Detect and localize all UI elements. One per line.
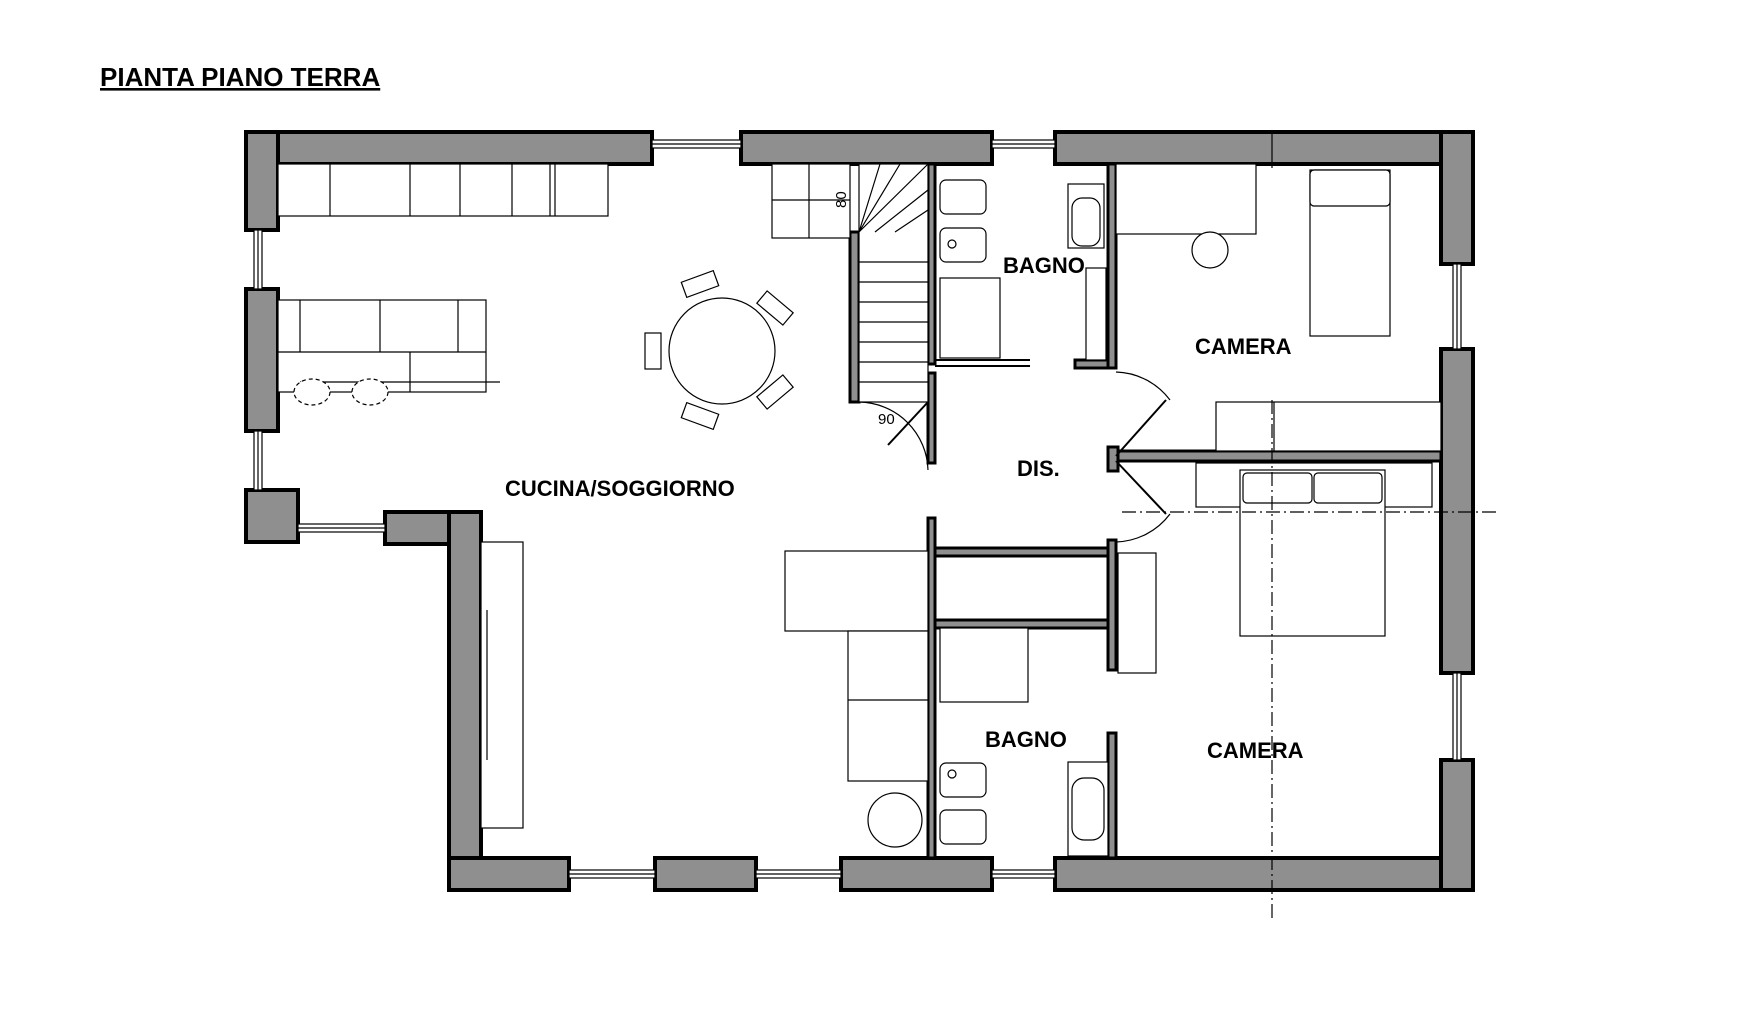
wall-step-vertical	[447, 510, 483, 892]
shower-bottom	[939, 627, 1029, 703]
wall-left-upper	[244, 130, 280, 232]
wardrobe-top	[1215, 401, 1442, 452]
wall-bottom-middle	[839, 856, 994, 892]
desk	[1115, 163, 1257, 235]
bidet-top	[939, 227, 987, 263]
room-label-living: CUCINA/SOGGIORNO	[505, 476, 735, 501]
sofa-back	[784, 550, 929, 632]
toilet-top	[939, 179, 987, 215]
lower-bathroom-fixtures	[939, 627, 1109, 857]
wall-bottom-pier	[653, 856, 758, 892]
wall-top-middle	[739, 130, 994, 166]
wardrobe-lower	[1117, 552, 1157, 674]
sofa-chaise	[847, 630, 929, 782]
bidet-bottom	[939, 762, 987, 798]
kitchen-counter-top	[277, 163, 609, 217]
door-width-label: 90	[878, 411, 895, 428]
wall-right-upper	[1439, 130, 1475, 266]
partition-bedroom-west-lower	[1106, 538, 1118, 672]
wall-left-middle	[244, 287, 280, 433]
upper-bathroom-fixtures	[939, 179, 1107, 361]
side-table	[867, 792, 923, 848]
axis-lines	[1122, 130, 1500, 918]
wall-right-lower	[1439, 758, 1475, 892]
wall-bottom-left	[447, 856, 571, 892]
room-label-bath-bottom: BAGNO	[985, 727, 1067, 752]
partition-bath-west-bottom	[926, 516, 937, 860]
upper-bedroom-furniture	[1115, 163, 1442, 452]
hall-doors	[1115, 371, 1171, 543]
lower-bedroom-furniture	[1117, 462, 1433, 674]
kitchen-island	[277, 299, 500, 406]
staircase: 80	[771, 163, 929, 403]
partition-closet-north	[933, 546, 1112, 558]
sink-top	[1085, 267, 1107, 361]
plan-title: PIANTA PIANO TERRA	[100, 62, 380, 92]
wall-top-left	[244, 130, 654, 166]
dining-chairs	[644, 269, 795, 431]
partition-stair-left	[848, 230, 861, 404]
room-label-bedroom-bottom: CAMERA	[1207, 738, 1304, 763]
tv-cabinet	[480, 541, 524, 829]
living-furniture	[480, 541, 929, 848]
partition-bedrooms	[1114, 449, 1443, 463]
partition-bedroom-west-upper	[1106, 162, 1118, 370]
shower-top	[939, 277, 1001, 359]
wall-top-right	[1053, 130, 1475, 166]
stair-door: 90	[858, 401, 929, 471]
partition-bath-west-upper	[926, 162, 937, 366]
room-label-bedroom-top: CAMERA	[1195, 334, 1292, 359]
stair-width-label: 80	[833, 191, 850, 208]
room-label-bath-top: BAGNO	[1003, 253, 1085, 278]
wall-left-lower	[244, 488, 300, 544]
partition-bath-west-lower	[926, 371, 937, 465]
desk-chair	[1191, 231, 1229, 269]
room-label-hall: DIS.	[1017, 456, 1060, 481]
toilet-bottom	[939, 809, 987, 845]
dining-table	[644, 269, 795, 431]
windows	[253, 139, 1462, 879]
wall-bottom-right	[1053, 856, 1475, 892]
wall-right-middle	[1439, 347, 1475, 675]
